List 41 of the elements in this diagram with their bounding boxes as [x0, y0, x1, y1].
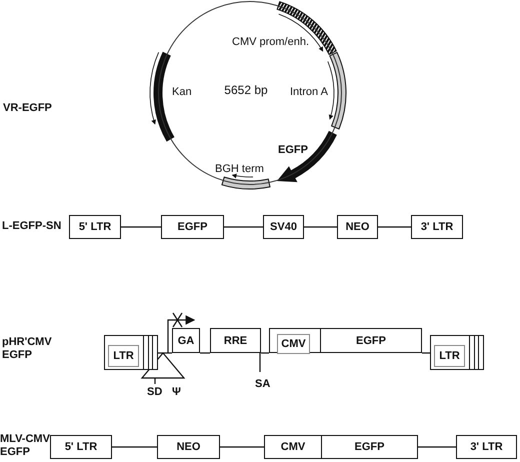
- construct-label: L-EGFP-SN: [2, 220, 62, 233]
- feature-label: Intron A: [290, 86, 328, 99]
- gene-box: CMV: [264, 435, 322, 459]
- gene-box: RRE: [210, 328, 261, 353]
- gene-box: NEO: [157, 435, 220, 459]
- gene-box: GA: [172, 328, 200, 353]
- size-label: 5652 bp: [224, 83, 268, 97]
- promoter-box: [269, 328, 321, 353]
- connector-line: [121, 226, 161, 228]
- gene-box: 5' LTR: [69, 215, 121, 239]
- construct-label: VR-EGFP: [3, 102, 52, 115]
- site-label: Ψ: [172, 386, 181, 399]
- feature-label: Kan: [172, 86, 192, 99]
- construct-label: pHR'CMV EGFP: [2, 336, 53, 362]
- connector-line: [200, 352, 210, 354]
- ltr-inner-box: LTR: [434, 345, 465, 367]
- gene-box: NEO: [337, 215, 378, 239]
- connector-line: [112, 446, 157, 448]
- site-label: SD: [147, 386, 162, 399]
- gene-box: SV40: [263, 215, 304, 239]
- gene-box: 3' LTR: [411, 215, 463, 239]
- connector-line: [224, 226, 263, 228]
- connector-line: [378, 226, 411, 228]
- construct-label: MLV-CMV EGFP: [0, 433, 51, 459]
- gene-box: EGFP: [320, 328, 422, 353]
- connector-line: [304, 226, 337, 228]
- ltr-inner-box: LTR: [108, 345, 139, 367]
- feature-label: BGH term: [215, 163, 264, 176]
- ltr-box: [104, 335, 158, 370]
- gene-box: 3' LTR: [456, 435, 517, 459]
- promoter-inner-box: CMV: [277, 334, 310, 354]
- connector-line: [418, 446, 456, 448]
- connector-line: [220, 446, 264, 448]
- gene-box: EGFP: [161, 215, 224, 239]
- site-label: SA: [255, 378, 270, 391]
- connector-line: [158, 352, 172, 354]
- feature-label: EGFP: [278, 144, 308, 157]
- ltr-box: [430, 335, 484, 370]
- gene-box: 5' LTR: [50, 435, 112, 459]
- gene-box: EGFP: [321, 435, 418, 459]
- feature-label: CMV prom/enh.: [232, 36, 310, 49]
